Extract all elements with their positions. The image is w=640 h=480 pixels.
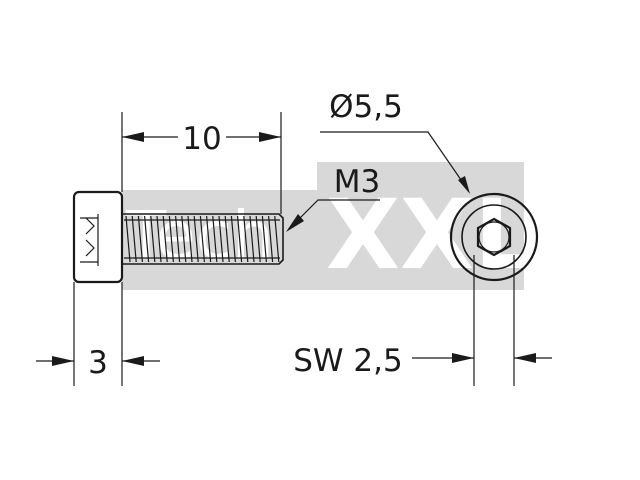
thread-crest-line <box>206 215 212 263</box>
thread-crest-line <box>125 215 131 263</box>
thread-crest-line <box>187 215 193 263</box>
watermark-text-tech: Tech <box>125 197 274 274</box>
diameter-label: Ø5,5 <box>329 89 403 125</box>
sw-arrow-left <box>452 353 474 363</box>
thread-crest-line <box>131 215 137 263</box>
diameter-leader-arrow <box>458 176 470 194</box>
thread-crest-line <box>199 215 205 263</box>
watermark-band-left <box>122 190 317 290</box>
length-dimension: 10 <box>121 112 282 214</box>
head-arrow-left <box>52 356 74 366</box>
thread-label: M3 <box>334 164 380 200</box>
sw-arrow-right <box>514 353 536 363</box>
head-inner-circle <box>461 204 527 270</box>
watermark: Tech XXL <box>122 162 535 291</box>
thread-crest-line <box>230 215 236 263</box>
thread-crest-line <box>150 215 156 263</box>
head-height-label: 3 <box>88 345 108 381</box>
thread-crest-line <box>243 215 249 263</box>
thread-crest-line <box>156 215 162 263</box>
thread-crest-line <box>224 215 230 263</box>
screw-head <box>72 190 124 284</box>
watermark-text-xxl: XXL <box>326 179 535 291</box>
thread-crest-line <box>212 215 218 263</box>
thread-crest-line <box>268 215 274 263</box>
thread-lines <box>125 215 280 263</box>
thread-crest-line <box>144 215 150 263</box>
thread-crest-line <box>255 215 261 263</box>
diameter-leader: Ø5,5 <box>320 89 470 194</box>
key-size-dimension: SW 2,5 <box>293 255 552 386</box>
thread-crest-line <box>137 215 143 263</box>
hex-socket <box>476 217 512 257</box>
thread-leader-arrow <box>286 214 304 232</box>
socket-bottom-circle <box>478 221 510 253</box>
head-arrow-right <box>122 356 144 366</box>
thread-crest-line <box>274 215 280 263</box>
screw-shank <box>122 213 284 265</box>
head-socket-detail <box>80 214 99 266</box>
screw-side-view <box>72 190 284 284</box>
thread-leader: M3 <box>286 164 380 232</box>
length-label: 10 <box>182 121 221 157</box>
length-arrow-left <box>122 132 144 142</box>
thread-crest-line <box>249 215 255 263</box>
head-height-dimension: 3 <box>36 282 160 386</box>
key-size-label: SW 2,5 <box>293 343 402 379</box>
thread-crest-line <box>261 215 267 263</box>
thread-crest-line <box>237 215 243 263</box>
length-arrow-right <box>259 132 281 142</box>
thread-crest-line <box>181 215 187 263</box>
head-outer-circle <box>449 192 539 282</box>
thread-crest-line <box>162 215 168 263</box>
thread-crest-line <box>168 215 174 263</box>
screw-end-view <box>449 192 539 282</box>
thread-crest-line <box>193 215 199 263</box>
diameter-leader-line <box>320 131 469 191</box>
thread-crest-line <box>218 215 224 263</box>
thread-crest-line <box>175 215 181 263</box>
